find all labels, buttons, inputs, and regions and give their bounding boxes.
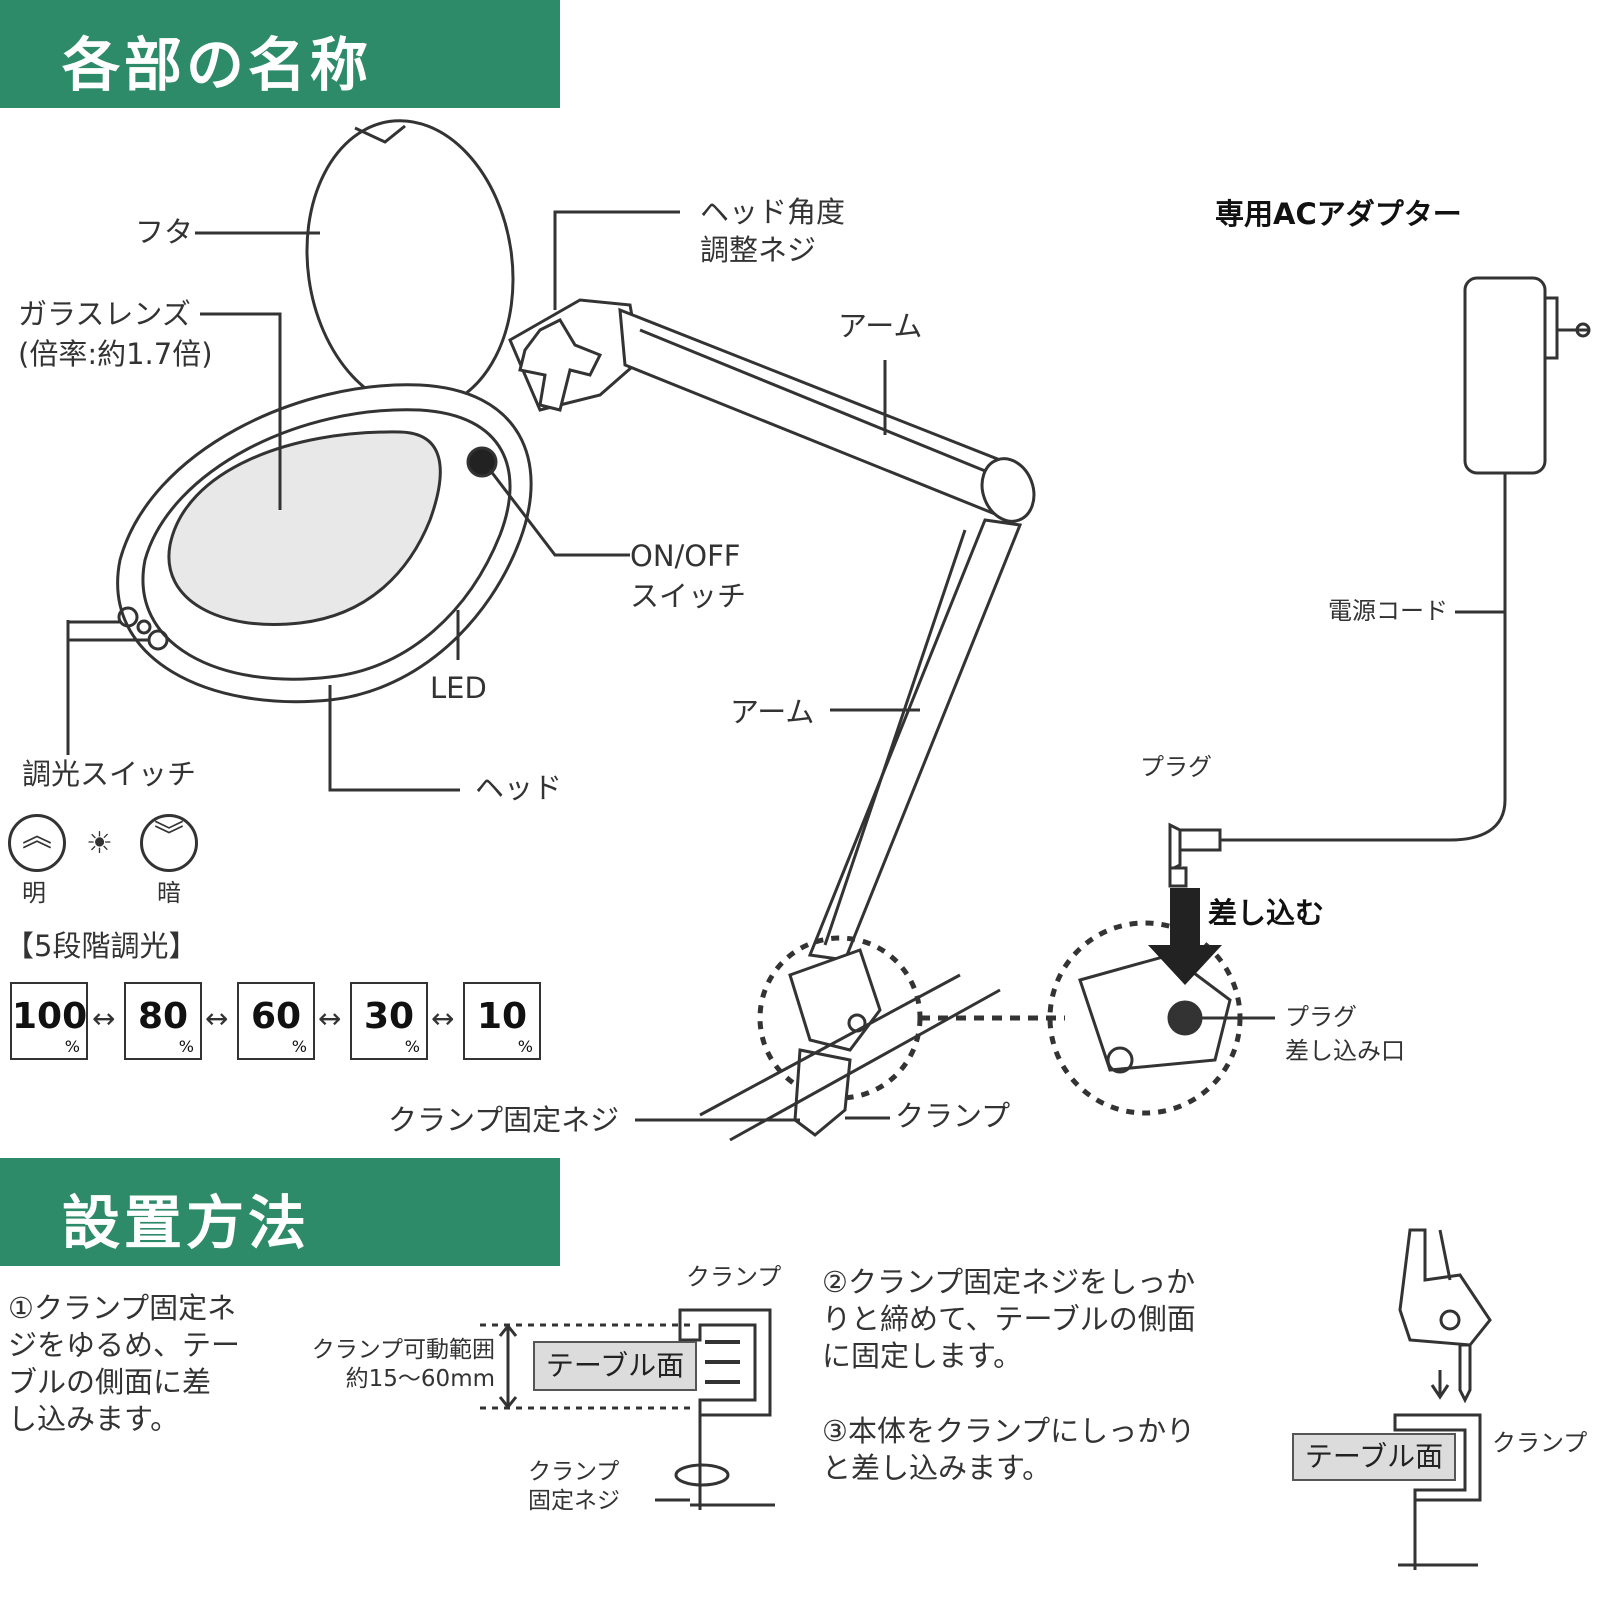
install-section-banner: 設置方法 [0,1158,560,1266]
label-glass-lens-1: ガラスレンズ [18,297,191,331]
install-step-3: ③本体をクランプにしっかり と差し込みます。 [822,1414,1196,1485]
label-clamp: クランプ [895,1099,1011,1133]
parts-section-title: 各部の名称 [62,31,373,99]
label-head-angle-screw-1: ヘッド角度 [700,195,846,229]
adapter-title: 専用ACアダプター [1215,197,1462,231]
lens-shape [167,430,442,626]
table-surface-2: テーブル面 [1292,1433,1456,1481]
table-surface: テーブル面 [533,1341,697,1391]
install-clamp-label-2: クランプ [1492,1429,1588,1457]
label-dark: 暗 [157,879,181,907]
level-box: 10% [463,982,541,1060]
install-section-title: 設置方法 [62,1189,311,1257]
level-box: 80% [124,982,202,1060]
label-cover: フタ [135,215,194,249]
level-arrow: ↔ [318,1002,342,1035]
level-arrow: ↔ [205,1002,229,1035]
dark-button-icon: ︾ [140,814,198,872]
adapter-shape [1463,276,1547,475]
bulb-icon: ☀ [86,826,113,861]
install-clamp-label: クランプ [686,1263,782,1291]
label-plug-port-2: 差し込み口 [1285,1037,1405,1065]
label-head: ヘッド [475,771,563,805]
clamp-range-label: クランプ可動範囲 約15〜60mm [311,1337,495,1392]
level-box: 100% [10,982,88,1060]
label-arm-lower: アーム [730,695,815,729]
level-arrow: ↔ [92,1002,116,1035]
level-box: 60% [237,982,315,1060]
parts-section-banner: 各部の名称 [0,0,560,108]
level-arrow: ↔ [431,1002,455,1035]
label-insert: 差し込む [1208,896,1325,930]
label-onoff-1: ON/OFF [630,539,741,573]
label-power-cord: 電源コード [1328,597,1448,625]
cover-shape [305,119,515,411]
dimmer-levels-title: 【5段階調光】 [5,929,198,963]
label-onoff-2: スイッチ [630,579,747,613]
label-head-angle-screw-2: 調整ネジ [700,233,817,267]
label-plug: プラグ [1140,753,1212,781]
label-dimmer-switch: 調光スイッチ [22,757,197,791]
install-clamp-screw-label: クランプ 固定ネジ [528,1459,620,1514]
label-glass-lens-2: (倍率:約1.7倍) [18,337,213,371]
label-bright: 明 [22,879,46,907]
label-arm-upper: アーム [838,309,923,343]
label-led: LED [430,671,487,705]
level-box: 30% [350,982,428,1060]
bright-button-icon: ︽ [8,814,66,872]
install-step-2: ②クランプ固定ネジをしっか りと締めて、テーブルの側面 に固定します。 [822,1265,1196,1373]
label-plug-port-1: プラグ [1285,1003,1357,1031]
install-step-1: ①クランプ固定ネ ジをゆるめ、テー ブルの側面に差 し込みます。 [8,1291,241,1436]
label-clamp-screw: クランプ固定ネジ [388,1103,620,1137]
